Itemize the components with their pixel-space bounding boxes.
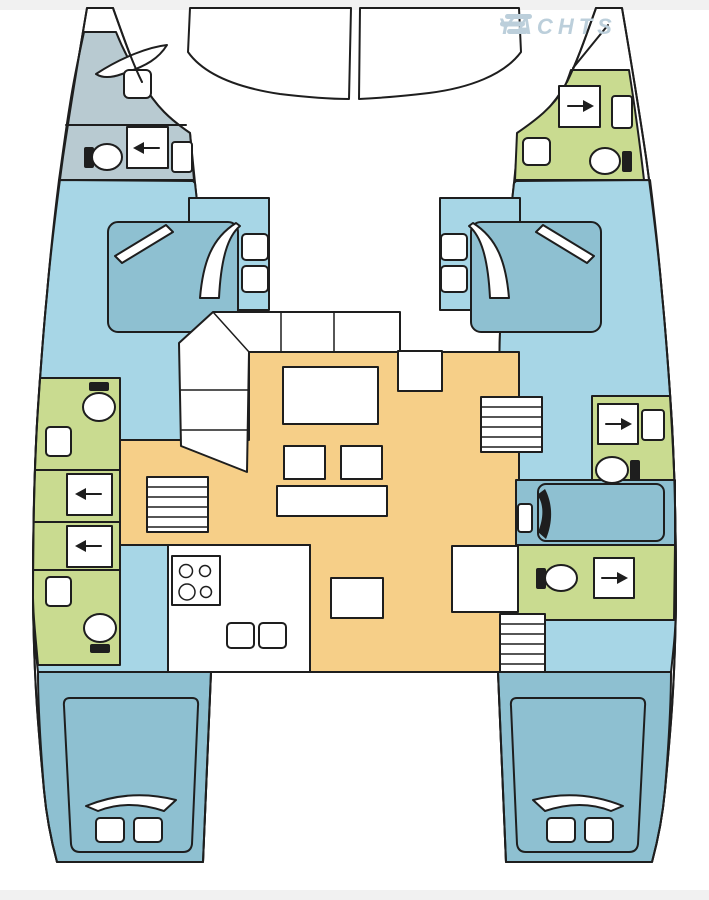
stove-burners-icon <box>178 563 213 601</box>
stove <box>171 555 221 606</box>
shelf <box>241 233 269 261</box>
foredeck-starboard <box>358 7 522 100</box>
side-locker <box>517 503 533 533</box>
toilet-tank <box>89 382 109 391</box>
toilet-tank <box>84 147 94 168</box>
aft-stairs-starboard <box>499 613 546 673</box>
vanity <box>171 141 193 173</box>
port-heads-fixtures <box>33 382 121 653</box>
hull-outline-repass <box>32 7 677 863</box>
bed-curve <box>199 222 241 299</box>
bed <box>62 697 200 853</box>
pillow <box>532 794 624 812</box>
starboard-aft-berth <box>509 697 647 853</box>
hatch <box>95 817 125 843</box>
seat <box>340 445 383 480</box>
bed <box>509 697 647 853</box>
shower-arrow-head <box>621 418 632 430</box>
port-aft-berth <box>62 697 200 853</box>
shower-arrow-head <box>75 488 86 500</box>
toilet-tank <box>536 568 546 589</box>
vanity <box>45 576 72 607</box>
sink <box>226 622 255 649</box>
bed-curve <box>468 222 510 299</box>
toilet-bowl <box>82 392 116 422</box>
sofa-cushion-seams <box>180 311 335 431</box>
port-hull-inner-bow-line <box>112 7 143 83</box>
page-margin-top <box>0 0 709 10</box>
toilet-tank <box>622 151 632 172</box>
shower-stall <box>66 525 113 568</box>
salon-sofa <box>178 311 401 473</box>
nav-station <box>451 545 519 613</box>
yachts-watermark: YACHTS <box>498 12 698 42</box>
shower-arrow-head <box>617 572 628 584</box>
toilet-bowl <box>595 456 629 484</box>
shower-stall <box>593 557 635 599</box>
toilet-bowl <box>91 143 123 171</box>
pillow <box>535 224 595 264</box>
page-margin-bottom <box>0 890 709 900</box>
shower-arrow-head <box>133 142 144 154</box>
sink <box>258 622 287 649</box>
shelf <box>440 233 468 261</box>
port-hull-outline <box>32 7 212 863</box>
salon-fixture <box>330 577 384 619</box>
companionway-stairs-starboard <box>480 396 543 453</box>
yachts-logo-icon <box>500 14 532 34</box>
toilet <box>595 456 640 484</box>
shower-stall <box>126 126 169 169</box>
port-forward-cabin-fixtures <box>65 44 193 173</box>
toilet <box>83 613 117 653</box>
shelf <box>241 265 269 293</box>
companionway-stairs-port <box>146 476 209 533</box>
toilet-bowl <box>589 147 621 175</box>
foredeck-port <box>187 7 352 100</box>
starboard-hull-inner-bow-line <box>566 7 597 83</box>
chart-seat <box>397 350 443 392</box>
starboard-aft-head-fixtures <box>536 557 635 599</box>
pillow <box>114 224 174 264</box>
toilet <box>536 564 578 592</box>
hatch <box>133 817 163 843</box>
vanity <box>45 426 72 457</box>
bed <box>537 483 665 542</box>
hatch <box>584 817 614 843</box>
port-forward-berth <box>107 221 269 333</box>
starboard-mid-berth <box>517 483 665 542</box>
toilet <box>84 143 123 171</box>
galley <box>167 544 311 673</box>
toilet-bowl <box>83 613 117 643</box>
shelf <box>440 265 468 293</box>
salon-seating <box>178 311 443 619</box>
toilet-tank <box>630 460 640 481</box>
coffee-table <box>276 485 388 517</box>
shower-arrow-head <box>583 100 594 112</box>
starboard-forward-berth <box>440 221 602 333</box>
toilet-tank <box>90 644 110 653</box>
hatch <box>546 817 576 843</box>
starboard-forward-head-fixtures <box>522 24 633 175</box>
seat <box>283 445 326 480</box>
berth-cushion <box>95 44 168 78</box>
shower-stall <box>597 403 639 445</box>
shower-arrow-head <box>75 540 86 552</box>
pillow <box>85 794 177 812</box>
shower-stall <box>558 85 601 128</box>
hatch <box>522 137 551 166</box>
toilet <box>589 147 632 175</box>
vanity <box>641 409 665 441</box>
toilet <box>82 382 116 422</box>
foredeck <box>187 7 522 100</box>
salon-table <box>282 366 379 425</box>
toilet-bowl <box>544 564 578 592</box>
starboard-hull-outline <box>497 7 677 863</box>
pillow <box>537 489 552 539</box>
vanity <box>611 95 633 129</box>
starboard-mid-head-fixtures <box>595 403 665 484</box>
shower-stall <box>66 473 113 516</box>
deck-crease-line <box>572 24 609 69</box>
